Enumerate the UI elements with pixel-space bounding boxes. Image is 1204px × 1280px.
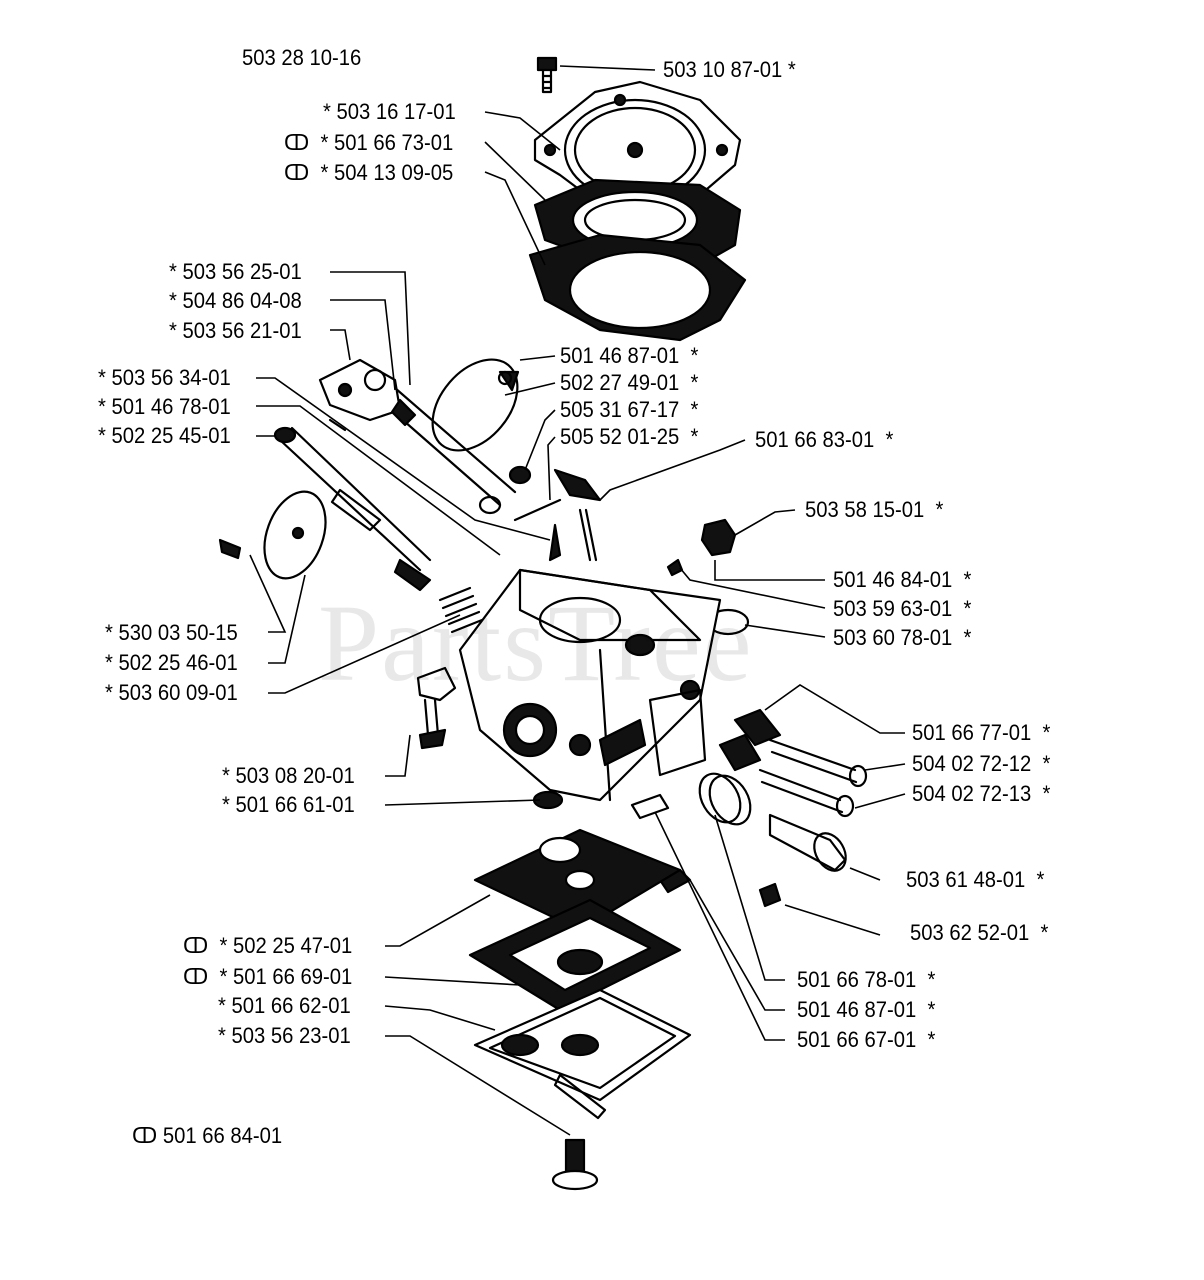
part-label: 503 58 15-01 * xyxy=(805,497,944,522)
part-label: 501 66 77-01 * xyxy=(912,720,1051,745)
part-label: 505 31 67-17 * xyxy=(560,397,699,422)
part-label: 501 66 78-01 * xyxy=(797,967,936,992)
part-label: * 503 08 20-01 xyxy=(222,763,355,788)
leader-lines xyxy=(249,65,906,1136)
part-label: ↀ * 504 13 09-05 xyxy=(284,160,454,185)
part-label: 503 10 87-01 * xyxy=(663,57,796,82)
part-label: 501 46 84-01 * xyxy=(833,567,972,592)
metering-gasket-part xyxy=(473,828,682,932)
plug-screw-part xyxy=(666,518,750,636)
choke-valve-part xyxy=(218,490,327,580)
part-label: 502 27 49-01 * xyxy=(560,370,699,395)
part-label: ↀ * 501 66 69-01 xyxy=(183,964,353,989)
part-label: 501 46 87-01 * xyxy=(560,343,699,368)
fuel-inlet-fitting-part xyxy=(416,666,457,750)
gasket-part xyxy=(528,233,747,342)
metering-cover-part xyxy=(473,988,692,1120)
metering-lever-part xyxy=(508,465,602,562)
top-screw-part xyxy=(536,56,558,94)
throttle-shaft-part xyxy=(318,358,517,515)
part-label: 505 52 01-25 * xyxy=(560,424,699,449)
part-label: * 530 03 50-15 xyxy=(105,620,238,645)
part-label: * 504 86 04-08 xyxy=(169,288,302,313)
part-label: 501 66 83-01 * xyxy=(755,427,894,452)
part-label: * 501 66 61-01 xyxy=(222,792,355,817)
part-label: ↀ * 502 25 47-01 xyxy=(183,933,353,958)
part-label: * 503 16 17-01 xyxy=(323,99,456,124)
pump-cover-part xyxy=(533,80,742,217)
throttle-valve-part xyxy=(431,358,520,452)
part-label: * 501 46 78-01 xyxy=(98,394,231,419)
part-label: * 503 56 34-01 xyxy=(98,365,231,390)
part-label: 503 61 48-01 * xyxy=(906,867,1045,892)
part-label: * 503 56 23-01 xyxy=(218,1023,351,1048)
part-label: * 503 56 21-01 xyxy=(169,318,302,343)
part-label: 503 62 52-01 * xyxy=(910,920,1049,945)
part-label: * 502 25 45-01 xyxy=(98,423,231,448)
spring-part xyxy=(438,586,484,634)
part-label: 501 46 87-01 * xyxy=(797,997,936,1022)
metering-diaphragm-part xyxy=(468,898,682,1012)
part-label: * 501 66 62-01 xyxy=(218,993,351,1018)
adjusting-needles-part xyxy=(698,708,868,872)
part-label: * 502 25 46-01 xyxy=(105,650,238,675)
choke-shaft-part xyxy=(273,418,432,592)
small-screw-part xyxy=(758,882,782,908)
part-label: ↀ * 501 66 73-01 xyxy=(284,130,454,155)
part-label: 503 59 63-01 * xyxy=(833,596,972,621)
cover-screw-part xyxy=(551,1138,599,1191)
part-label: * 503 60 09-01 xyxy=(105,680,238,705)
model-number: 503 28 10-16 xyxy=(242,45,362,70)
carburetor-body-part xyxy=(458,568,722,802)
part-label: 503 60 78-01 * xyxy=(833,625,972,650)
watermark-text: PartsTree xyxy=(318,582,754,704)
footnote-label: ↀ 501 66 84-01 xyxy=(132,1123,283,1148)
part-label: 504 02 72-12 * xyxy=(912,751,1051,776)
part-label: 501 66 67-01 * xyxy=(797,1027,936,1052)
part-label: 504 02 72-13 * xyxy=(912,781,1051,806)
part-label: * 503 56 25-01 xyxy=(169,259,302,284)
